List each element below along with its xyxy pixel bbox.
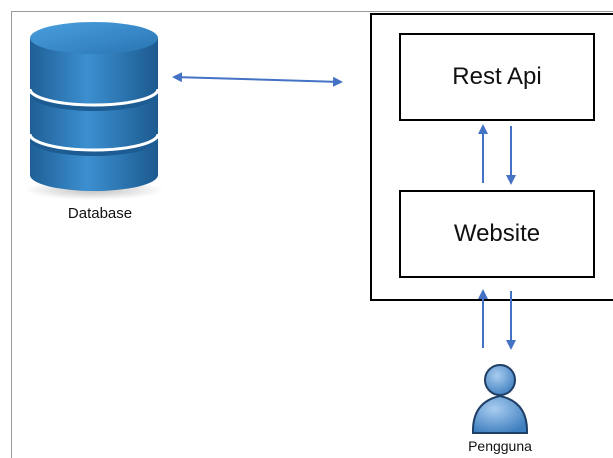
database-label: Database (67, 205, 133, 222)
frame-left-border (11, 11, 12, 458)
rest-api-node: Rest Api (399, 33, 595, 121)
server-group-box (370, 13, 613, 301)
rest-api-label: Rest Api (452, 63, 542, 90)
arrow-database-restapi (172, 72, 343, 87)
user-label: Pengguna (468, 438, 532, 454)
website-node: Website (399, 190, 595, 278)
website-label: Website (453, 220, 541, 247)
frame-top-border (11, 11, 613, 12)
